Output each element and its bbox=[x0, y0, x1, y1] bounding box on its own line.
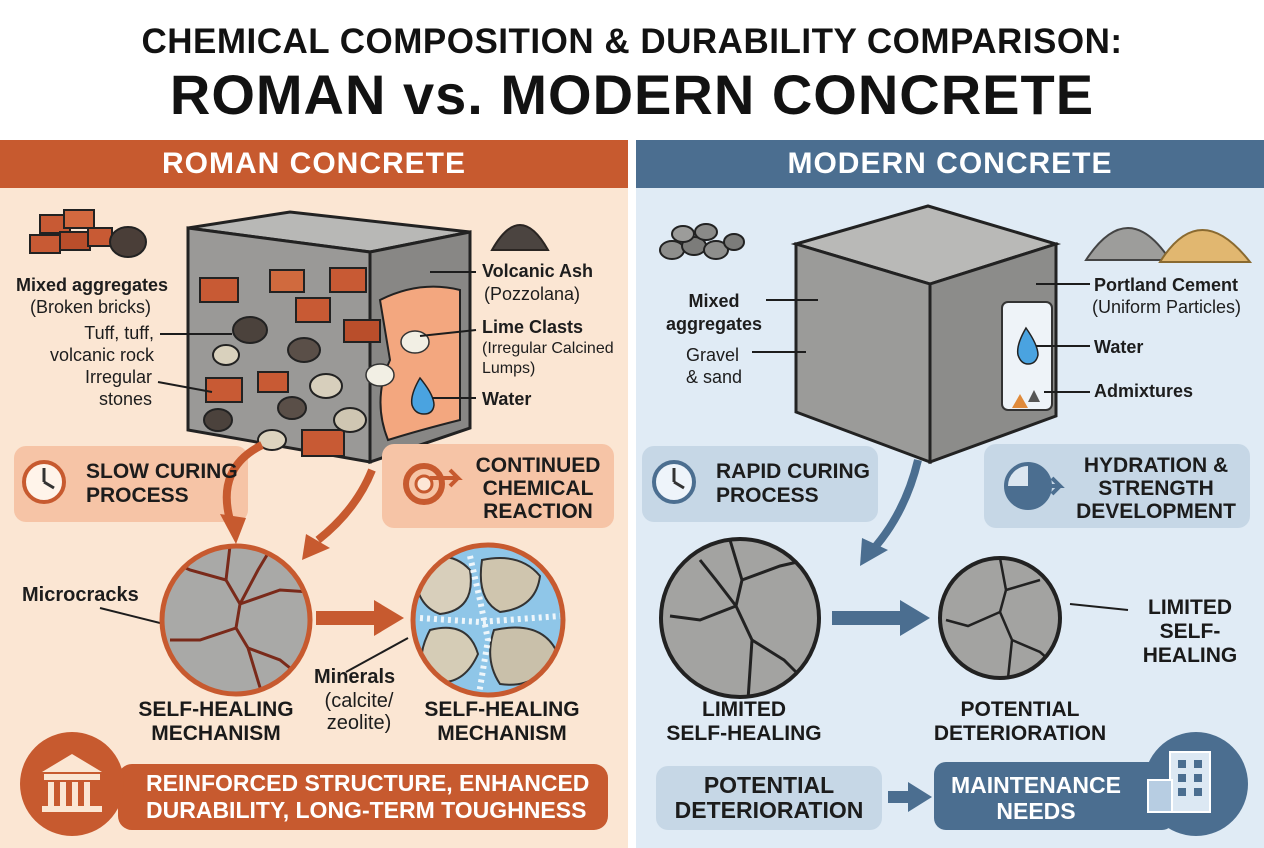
label-uniform-particles: (Uniform Particles) bbox=[1092, 297, 1242, 317]
roman-microcrack-circle bbox=[159, 543, 313, 697]
modern-header: MODERN CONCRETE bbox=[636, 140, 1264, 188]
gravel-pile-icon bbox=[659, 223, 745, 260]
brick-pile-icon bbox=[29, 209, 147, 258]
label-irregular-line1: Irregular bbox=[84, 367, 152, 387]
slow-curing-line2: PROCESS bbox=[86, 484, 189, 507]
label-lime-desc-1: (Irregular Calcined bbox=[482, 340, 614, 357]
label-irregular-line2: stones bbox=[98, 389, 152, 409]
hydration-line2: STRENGTH bbox=[1098, 477, 1214, 500]
modern-deteriorating-circle bbox=[938, 556, 1062, 680]
label-tuff-line1: Tuff, tuff, bbox=[84, 323, 154, 343]
label-limited-sh-line2: SELF-HEALING bbox=[1142, 620, 1238, 667]
label-gravel-line1: Gravel bbox=[686, 345, 740, 365]
roman-healed-circle bbox=[410, 542, 566, 698]
volcanic-ash-pile-icon bbox=[490, 224, 550, 251]
label-roman-water: Water bbox=[482, 389, 532, 409]
modern-limited-line1: LIMITED bbox=[702, 698, 786, 721]
continued-line2: CHEMICAL bbox=[482, 477, 594, 500]
label-admixtures: Admixtures bbox=[1094, 381, 1194, 401]
roman-pills bbox=[14, 444, 614, 528]
modern-clock-icon bbox=[652, 460, 696, 504]
modern-leader-lines bbox=[752, 283, 1129, 611]
hydration-line1: HYDRATION & bbox=[1083, 454, 1229, 477]
label-tuff-line2: volcanic rock bbox=[49, 345, 154, 365]
rapid-curing-line2: PROCESS bbox=[716, 484, 819, 507]
title-line-2: ROMAN vs. MODERN CONCRETE bbox=[169, 63, 1095, 126]
label-modern-mixed-2: aggregates bbox=[665, 314, 763, 334]
title-line-1: CHEMICAL COMPOSITION & DURABILITY COMPAR… bbox=[141, 22, 1123, 61]
rapid-curing-line1: RAPID CURING bbox=[716, 460, 871, 483]
label-gravel-line2: & sand bbox=[686, 367, 743, 387]
label-broken-bricks: (Broken bricks) bbox=[30, 297, 152, 317]
clock-icon bbox=[22, 460, 66, 504]
label-microcracks: Microcracks bbox=[22, 584, 139, 606]
strength-gauge-icon bbox=[1004, 462, 1065, 510]
label-minerals-desc-2: zeolite) bbox=[326, 712, 392, 734]
roman-arrows bbox=[220, 441, 404, 636]
label-modern-water: Water bbox=[1094, 337, 1144, 357]
modern-potential-line2: DETERIORATION bbox=[933, 722, 1107, 745]
hydration-line3: DEVELOPMENT bbox=[1076, 500, 1236, 523]
label-lime-desc-2: Lumps) bbox=[482, 360, 536, 377]
sand-pile-icon bbox=[1158, 229, 1253, 263]
modern-potential-line1: POTENTIAL bbox=[960, 698, 1080, 721]
bottom-potential-line1: POTENTIAL bbox=[703, 772, 835, 798]
slow-curing-line1: SLOW CURING bbox=[86, 460, 238, 483]
roman-bottom-line1: REINFORCED STRUCTURE, ENHANCED bbox=[146, 770, 590, 796]
modern-concrete-cube bbox=[790, 204, 1062, 465]
label-limited-sh-line1: LIMITED bbox=[1148, 596, 1232, 619]
continued-line1: CONTINUED bbox=[475, 454, 601, 477]
building-icon bbox=[1147, 751, 1211, 813]
maintenance-line2: NEEDS bbox=[996, 798, 1076, 824]
label-modern-mixed-1: Mixed bbox=[688, 291, 740, 311]
label-lime-clasts: Lime Clasts bbox=[482, 317, 584, 337]
roman-healing-left-line1: SELF-HEALING bbox=[138, 698, 294, 721]
label-volcanic-ash: Volcanic Ash bbox=[482, 261, 594, 281]
temple-icon bbox=[42, 754, 102, 812]
bottom-potential-line2: DETERIORATION bbox=[674, 797, 864, 823]
roman-healing-left-line2: MECHANISM bbox=[151, 722, 281, 745]
label-minerals: Minerals bbox=[314, 666, 396, 688]
modern-crack-circle bbox=[659, 537, 821, 699]
cement-pile-icon bbox=[1084, 227, 1172, 261]
maintenance-line1: MAINTENANCE bbox=[951, 772, 1121, 798]
roman-healing-right-line1: SELF-HEALING bbox=[424, 698, 580, 721]
modern-arrows bbox=[832, 459, 932, 812]
reaction-cycle-icon bbox=[403, 463, 463, 505]
label-portland-cement: Portland Cement bbox=[1094, 275, 1239, 295]
modern-pills bbox=[642, 444, 1250, 528]
label-mixed-aggregates: Mixed aggregates bbox=[16, 275, 169, 295]
continued-line3: REACTION bbox=[483, 500, 593, 523]
modern-limited-line2: SELF-HEALING bbox=[666, 722, 822, 745]
roman-healing-right-line2: MECHANISM bbox=[437, 722, 567, 745]
label-minerals-desc-1: (calcite/ bbox=[324, 690, 394, 712]
roman-concrete-cube bbox=[186, 210, 472, 465]
roman-header: ROMAN CONCRETE bbox=[0, 140, 628, 188]
label-pozzolana: (Pozzolana) bbox=[484, 284, 581, 304]
roman-bottom-line2: DURABILITY, LONG-TERM TOUGHNESS bbox=[146, 797, 587, 823]
